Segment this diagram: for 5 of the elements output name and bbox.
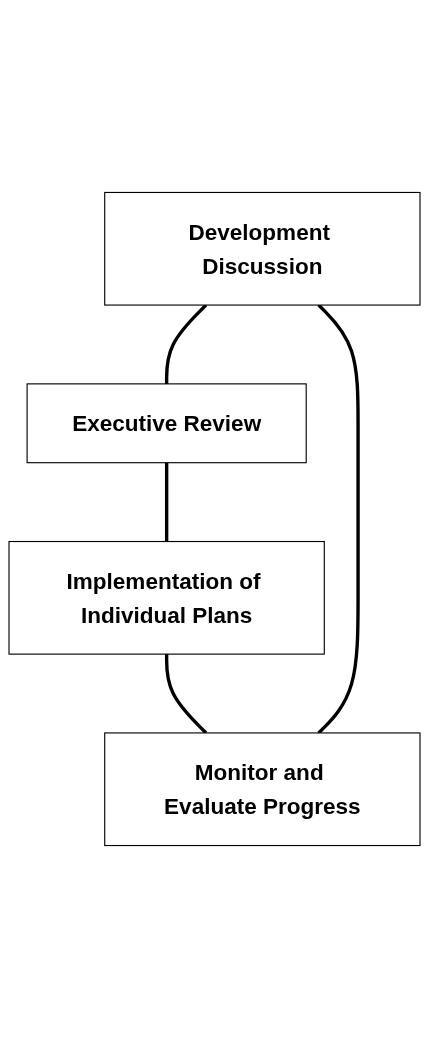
node-box: Development Discussion (104, 191, 421, 306)
connector (164, 462, 169, 542)
node-box: Implementation of Individual Plans (8, 540, 325, 655)
node-box: Executive Review (26, 383, 307, 464)
node-box: Monitor and Evaluate Progress (104, 732, 421, 847)
